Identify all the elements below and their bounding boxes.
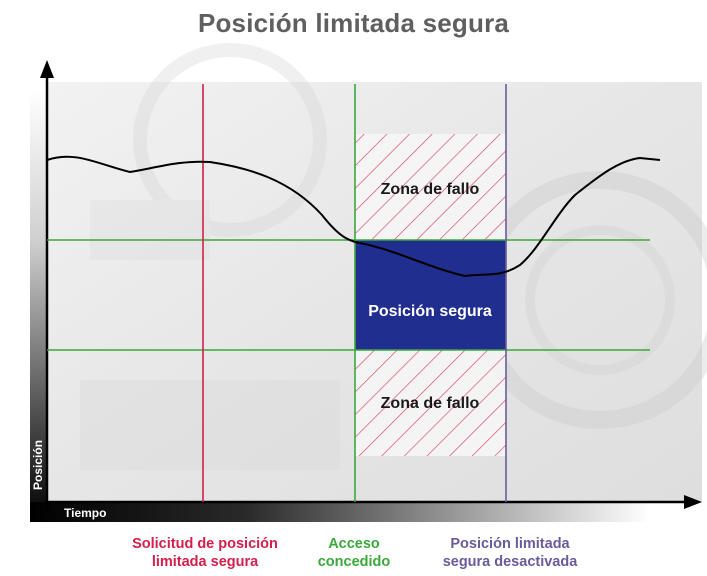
lower-fault-zone [355,350,506,456]
y-axis-band [30,90,47,522]
deactivated-caption: Posición limitada segura desactivada [442,536,578,570]
y-axis-arrowhead [40,60,54,78]
x-axis-arrowhead [684,495,702,509]
y-axis-label: Posición [31,440,45,490]
x-axis-label: Tiempo [64,506,106,520]
safe-zone-label: Posición segura [368,303,492,320]
upper-fault-zone-label: Zona de fallo [381,181,480,198]
upper-fault-zone [355,134,506,240]
request-caption: Solicitud de posición limitada segura [132,536,278,570]
x-axis-band [30,502,650,522]
lower-fault-zone-label: Zona de fallo [381,395,480,412]
position-curve [46,155,661,278]
access-granted-caption: Acceso concedido [317,536,391,570]
diagram-title: Posición limitada segura [197,8,510,38]
safe-zone [355,240,506,350]
